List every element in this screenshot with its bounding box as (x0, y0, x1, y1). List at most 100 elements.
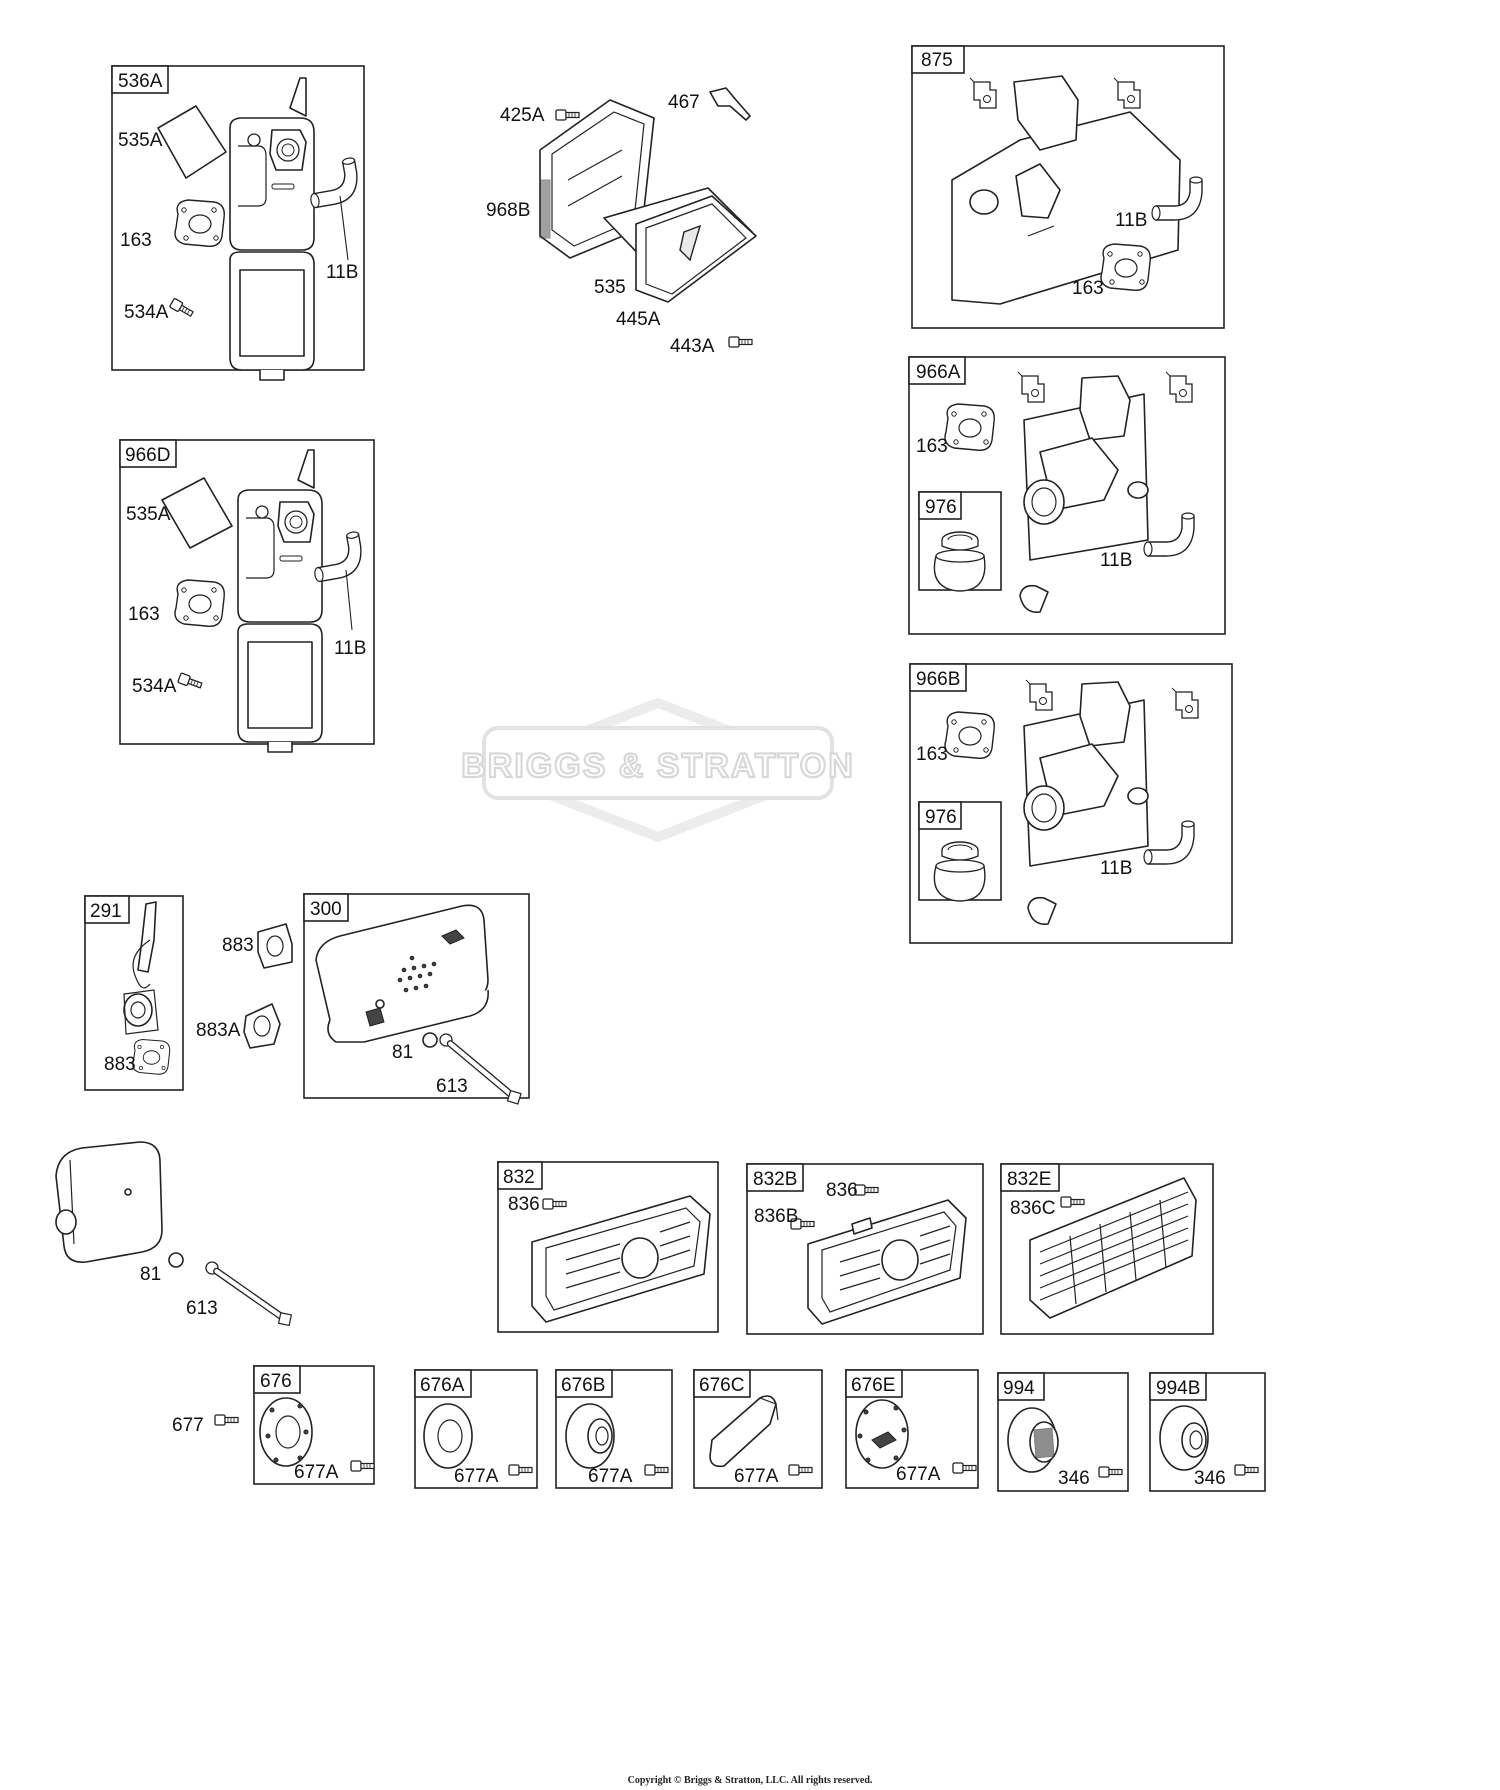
muffler-shape (55, 1141, 163, 1263)
bracket-shape (969, 77, 997, 109)
callout-81: 81 (392, 1042, 413, 1063)
callout-836C: 836C (1010, 1198, 1055, 1219)
group-875-frame (911, 45, 1225, 329)
group-676C-label: 676C (699, 1375, 744, 1396)
screw-425A-shape (555, 109, 580, 121)
group-832E-tag (1000, 1163, 1060, 1192)
callout-425A: 425A (500, 105, 545, 126)
screw-836C-shape (1060, 1196, 1085, 1208)
group-676E-tag (845, 1369, 903, 1398)
group-966A-frame (908, 356, 1226, 635)
group-875-label: 875 (921, 50, 953, 71)
group-966B-label: 966B (916, 669, 960, 690)
group-875: 875 11B 163 (911, 45, 1225, 329)
group-966D-frame (119, 439, 375, 745)
group-976-label: 976 (925, 807, 957, 828)
deflector-plate-shape (423, 1403, 473, 1469)
callout-443A: 443A (670, 336, 715, 357)
gasket-shape (1100, 243, 1151, 291)
callout-677: 677 (172, 1415, 204, 1436)
bolt-613-shape (205, 1250, 293, 1338)
group-966D-tag (119, 439, 177, 468)
bracket-shape (1165, 371, 1193, 403)
screw-443A-shape (728, 336, 753, 348)
brand-watermark: BRIGGS & STRATTON (460, 698, 854, 842)
gasket-883A-shape (243, 1003, 281, 1049)
group-676C-frame (693, 1369, 823, 1489)
callout-534A: 534A (132, 676, 177, 697)
elbow-tube-shape (1143, 512, 1195, 557)
group-832: 832 836 (497, 1161, 719, 1333)
deflector-plate-shape (709, 1395, 777, 1468)
callout-836: 836 (508, 1194, 540, 1215)
group-966B-frame (909, 663, 1233, 944)
screw-836-shape (542, 1198, 567, 1210)
group-832B-frame (746, 1163, 984, 1335)
gasket-shape (944, 711, 995, 759)
screw-677A-shape (788, 1464, 813, 1476)
copyright-notice: Copyright © Briggs & Stratton, LLC. All … (627, 1775, 873, 1786)
group-676A-label: 676A (420, 1375, 465, 1396)
group-676A: 676A 677A (414, 1369, 538, 1489)
group-676C-tag (693, 1369, 751, 1398)
callout-163: 163 (128, 604, 160, 625)
group-966B-tag (909, 663, 967, 692)
group-832E: 832E 836C (1000, 1163, 1214, 1335)
screw-836-shape (854, 1184, 879, 1196)
screw-677A-shape (644, 1464, 669, 1476)
screw-346-shape (1098, 1466, 1123, 1478)
washer-81-shape (168, 1252, 184, 1268)
group-676A-frame (414, 1369, 538, 1489)
group-676B-frame (555, 1369, 673, 1489)
group-676A-tag (414, 1369, 472, 1398)
callout-883A: 883A (196, 1020, 241, 1041)
group-676E-frame (845, 1369, 979, 1489)
gasket-shape (132, 1038, 171, 1075)
callout-163: 163 (120, 230, 152, 251)
group-676-label: 676 (260, 1371, 292, 1392)
group-300-tag (303, 893, 349, 922)
bracket-shape (1025, 679, 1053, 711)
group-832E-label: 832E (1007, 1169, 1051, 1190)
callout-534A: 534A (124, 302, 169, 323)
callout-677A: 677A (896, 1464, 941, 1485)
group-994-frame (997, 1372, 1129, 1492)
callout-346: 346 (1058, 1468, 1090, 1489)
group-536A: 536A 535A 163 534A 11B (111, 65, 365, 381)
group-994B-label: 994B (1156, 1378, 1200, 1399)
group-832B: 832B 836 836B (746, 1163, 984, 1335)
group-exhaust-gaskets: 883 883A (196, 923, 293, 1049)
callout-883: 883 (104, 1054, 136, 1075)
foam-prefilter-shape (161, 477, 233, 549)
group-966A-label: 966A (916, 362, 961, 383)
elbow-tube-shape (1143, 820, 1195, 865)
callout-677A: 677A (454, 1466, 499, 1487)
callout-163: 163 (916, 436, 948, 457)
washer-81-shape (422, 1032, 438, 1048)
group-966D: 966D 535A 163 534A 11B (119, 439, 375, 753)
group-832B-label: 832B (753, 1169, 797, 1190)
primer-bulb-shape (933, 841, 986, 902)
spark-plug-wire-shape (137, 901, 157, 973)
callout-677A: 677A (294, 1462, 339, 1483)
gasket-883-shape (257, 923, 293, 969)
group-676B-tag (555, 1369, 613, 1398)
callout-883: 883 (222, 935, 254, 956)
callout-467: 467 (668, 92, 700, 113)
group-966D-label: 966D (125, 445, 170, 466)
group-832-label: 832 (503, 1167, 535, 1188)
screw-677-shape (214, 1414, 239, 1426)
group-832E-frame (1000, 1163, 1214, 1335)
group-676-tag (253, 1365, 301, 1394)
callout-445A: 445A (616, 309, 661, 330)
group-300-label: 300 (310, 899, 342, 920)
group-676B: 676B 677A (555, 1369, 673, 1489)
group-976-tag (918, 491, 962, 520)
screw-346-shape (1234, 1464, 1259, 1476)
muffler-vent-holes (397, 955, 437, 993)
sensor-467-shape (709, 87, 751, 121)
callout-836: 836 (826, 1180, 858, 1201)
screw-shape (168, 297, 196, 319)
group-536A-label: 536A (118, 71, 163, 92)
